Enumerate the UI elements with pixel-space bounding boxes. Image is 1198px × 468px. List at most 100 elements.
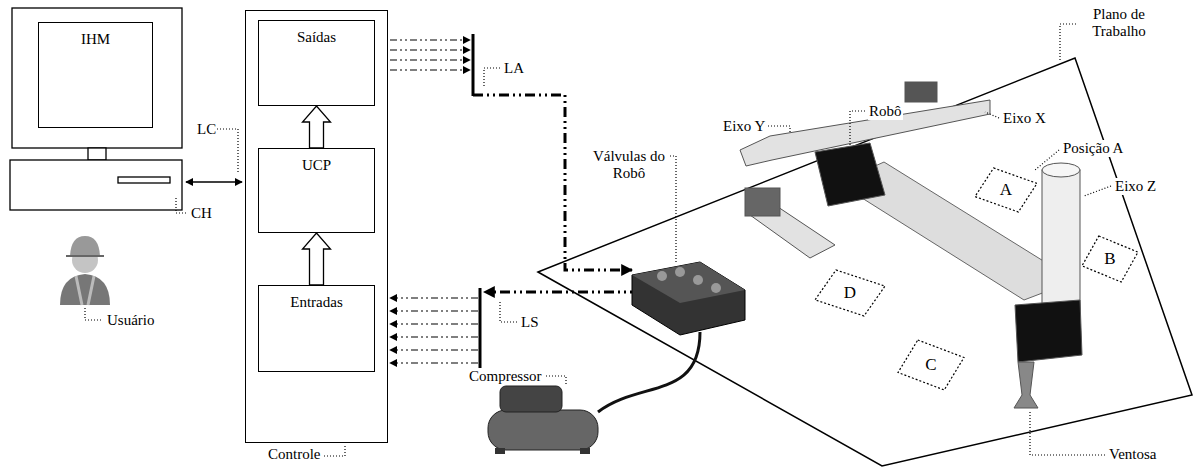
drawing-part xyxy=(390,49,470,50)
part-label: Plano de Trabalho xyxy=(1078,6,1160,39)
drawing-part xyxy=(479,288,482,368)
part-label: Compressor xyxy=(468,368,543,385)
drawing-part xyxy=(10,160,182,210)
drawing-part xyxy=(472,34,475,96)
part-label: Ventosa xyxy=(1108,446,1158,463)
part-label: LS xyxy=(520,314,540,331)
drawing-part xyxy=(390,362,478,363)
leader-lines xyxy=(85,24,1111,456)
area-border xyxy=(815,270,885,316)
drawing-part xyxy=(500,386,562,412)
drawing-part xyxy=(500,300,517,322)
drawing-part xyxy=(484,68,500,86)
drawing-part xyxy=(473,95,632,270)
drawing-part xyxy=(675,267,685,277)
cpu-module: UCP xyxy=(258,148,375,233)
drawing-part xyxy=(214,129,238,174)
drawing-part xyxy=(85,308,103,320)
drawing-part xyxy=(186,181,242,183)
computer xyxy=(10,8,182,210)
drawing-part xyxy=(657,271,667,281)
drawing-part xyxy=(580,448,590,454)
part-label: Válvulas do Robô xyxy=(588,148,670,181)
area-border xyxy=(1082,236,1138,282)
input-module: Entradas xyxy=(258,285,375,372)
drawing-part xyxy=(390,297,478,298)
drawing-part xyxy=(484,291,640,294)
box-heading: Controle xyxy=(267,446,322,463)
part-label: Eixo Z xyxy=(1114,178,1157,195)
drawing-part xyxy=(60,274,110,305)
box-label: C xyxy=(925,356,936,375)
drawing-part xyxy=(598,332,700,412)
box-label: Entradas xyxy=(290,294,342,311)
drawing-part xyxy=(390,323,478,324)
drawing-part xyxy=(488,410,598,450)
drawing-part xyxy=(390,310,478,311)
position-area: D xyxy=(815,270,885,316)
position-area: C xyxy=(898,340,964,390)
drawing-part xyxy=(390,69,470,70)
drawing-part xyxy=(1035,150,1059,170)
hollow-arrow xyxy=(303,233,331,285)
area-border xyxy=(898,340,964,390)
part-label: Posição A xyxy=(1062,140,1124,157)
output-module: Saídas xyxy=(258,20,375,106)
drawing-part xyxy=(1084,186,1111,196)
box-label: A xyxy=(1000,181,1012,200)
part-label: Eixo Y xyxy=(722,118,766,135)
box-label: B xyxy=(1104,250,1115,269)
drawing-part xyxy=(76,276,94,305)
valve-block xyxy=(598,262,745,412)
drawing-part xyxy=(538,58,1192,466)
drawing-part xyxy=(768,126,790,133)
drawing-part xyxy=(1030,412,1105,455)
robot xyxy=(740,82,1082,408)
area-border xyxy=(975,168,1037,212)
drawing-part xyxy=(632,262,745,303)
box-label: IHM xyxy=(81,31,110,48)
drawing-part xyxy=(176,198,187,213)
drawing-part xyxy=(815,143,885,206)
drawing-part xyxy=(12,8,182,148)
part-label: Robô xyxy=(868,103,903,120)
drawing-part xyxy=(1042,163,1080,177)
drawing-part xyxy=(390,349,478,350)
position-area: A xyxy=(975,168,1037,212)
part-label: Eixo X xyxy=(1002,110,1047,127)
drawing-part xyxy=(1014,362,1038,408)
drawing-part xyxy=(985,112,999,118)
drawing-part xyxy=(1015,300,1082,362)
hollow-arrow xyxy=(303,106,331,148)
drawing-part xyxy=(546,376,566,386)
screen-box: IHM xyxy=(38,22,153,128)
drawing-part xyxy=(693,275,703,285)
input-lines xyxy=(390,288,640,368)
drawing-part xyxy=(745,188,780,216)
position-area: B xyxy=(1082,236,1138,282)
box-label: D xyxy=(844,284,856,303)
drawing-part xyxy=(390,59,470,60)
drawing-part xyxy=(862,162,1045,300)
box-label: Saídas xyxy=(297,29,336,46)
box-label: UCP xyxy=(302,157,331,174)
drawing-part xyxy=(632,262,745,335)
drawing-part xyxy=(495,448,505,454)
drawing-part xyxy=(390,336,478,337)
part-label: Usuário xyxy=(106,312,156,329)
drawing-part xyxy=(88,148,106,160)
work-plane xyxy=(538,58,1192,466)
drawing-part xyxy=(70,236,100,256)
drawing-part xyxy=(1042,170,1080,310)
drawing-part xyxy=(118,177,170,183)
user-icon xyxy=(60,236,110,305)
part-label: LC xyxy=(196,121,217,138)
part-label: CH xyxy=(190,205,213,222)
drawing-part xyxy=(711,283,721,293)
drawing-part xyxy=(905,82,937,102)
link-arrow xyxy=(186,181,242,183)
drawing-part xyxy=(66,255,104,257)
